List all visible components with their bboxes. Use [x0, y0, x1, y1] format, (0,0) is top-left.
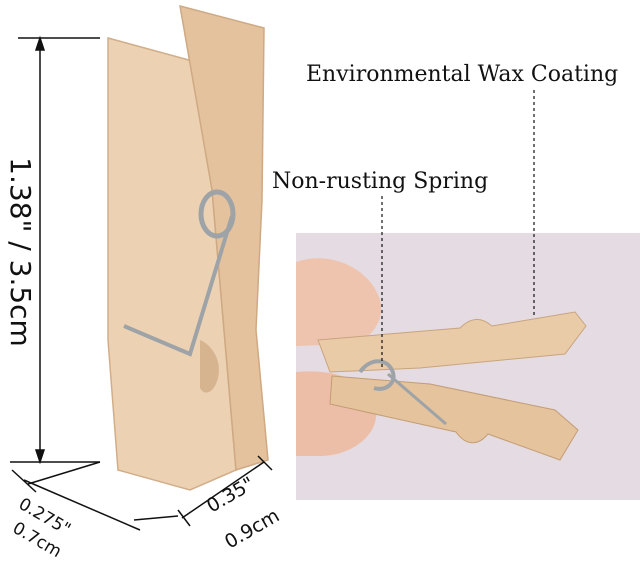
depth-dimension-line	[177, 455, 273, 527]
spring-label: Non-rusting Spring	[272, 169, 489, 194]
main-clothespin	[107, 4, 269, 491]
coating-label: Environmental Wax Coating	[306, 62, 619, 87]
photo-clothespin	[317, 311, 587, 461]
spring-icon	[198, 189, 236, 239]
width-dimension-line	[11, 461, 179, 531]
height-label: 1.38" / 3.5cm	[4, 157, 37, 347]
height-dimension-line	[10, 35, 100, 465]
